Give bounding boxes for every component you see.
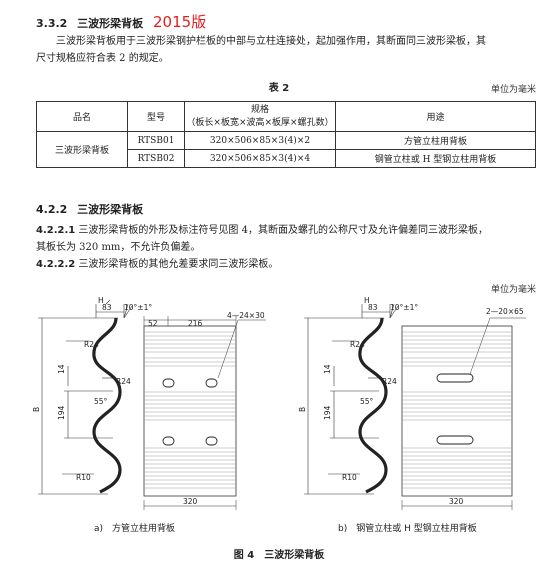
dim-55: 55° xyxy=(360,397,374,406)
dim-R10: R10 xyxy=(76,473,91,482)
table-row: 三波形梁背板 RTSB01 320×506×85×3(4)×2 方管立柱用背板 xyxy=(36,131,536,168)
cell-usage: 钢管立柱或 H 型钢立柱用背板 xyxy=(335,149,536,168)
section-number: 4.2.2 xyxy=(36,203,68,216)
paragraph-line: 4.2.2.1 三波形梁背板的外形及标注符号见图 4，其断面及螺孔的公称尺寸及允… xyxy=(36,222,546,239)
dim-angle: 10°±1° xyxy=(390,303,418,312)
figure-a-drawing: H 83 10°±1° 52 216 4—24×30 R24 14 R24 55… xyxy=(32,296,266,510)
cell-name: 三波形梁背板 xyxy=(36,131,128,168)
paragraph-4221: 4.2.2.1 三波形梁背板的外形及标注符号见图 4，其断面及螺孔的公称尺寸及允… xyxy=(36,222,546,273)
dim-H: H xyxy=(364,296,370,305)
cell-spec: 320×506×85×3(4)×2 xyxy=(184,131,336,150)
table-row: RTSB02 320×506×85×3(4)×4 钢管立柱或 H 型钢立柱用背板 xyxy=(37,149,536,168)
table-header-row: 品名 型号 规格 （板长×板宽×波高×板厚×螺孔数） 用途 xyxy=(36,101,536,132)
header-name: 品名 xyxy=(36,101,128,132)
wave-profile-shape xyxy=(92,317,122,494)
dim-H: H xyxy=(98,296,104,305)
dim-R10: R10 xyxy=(342,473,357,482)
header-model: 型号 xyxy=(127,101,185,132)
dim-R24-mid: R24 xyxy=(382,377,397,386)
clause-text: 三波形梁背板的其他允差要求同三波形梁板。 xyxy=(78,259,279,270)
table-unit: 单位为毫米 xyxy=(490,85,536,95)
cell-model: RTSB01 xyxy=(127,131,185,150)
figure-unit: 单位为毫米 xyxy=(490,285,536,295)
figure-b-caption: b) 钢管立柱或 H 型钢立柱用背板 xyxy=(338,524,477,534)
paragraph-line: 尺寸规格应符合表 2 的规定。 xyxy=(36,53,169,64)
dim-216: 216 xyxy=(188,319,203,328)
header-spec: 规格 （板长×板宽×波高×板厚×螺孔数） xyxy=(184,101,336,132)
clause-number: 4.2.2.2 xyxy=(36,259,76,270)
dim-320: 320 xyxy=(183,497,198,506)
figure-b-drawing: H 83 10°±1° 2—20×65 R24 14 R24 55° 194 B… xyxy=(298,296,526,510)
dim-holes: 4—24×30 xyxy=(227,311,265,320)
version-tag: 2015版 xyxy=(153,13,207,31)
section-332-heading: 3.3.2 三波形梁背板 2015版 xyxy=(36,11,206,32)
dim-B: B xyxy=(298,407,307,412)
cell-usage: 方管立柱用背板 xyxy=(335,131,536,150)
paragraph-4222: 4.2.2.2 三波形梁背板的其他允差要求同三波形梁板。 xyxy=(36,256,546,273)
dim-320: 320 xyxy=(449,497,464,506)
dim-83: 83 xyxy=(368,303,378,312)
figure-a-caption: a) 方管立柱用背板 xyxy=(94,524,176,534)
cell-spec: 320×506×85×3(4)×4 xyxy=(184,149,336,168)
dim-angle: 10°±1° xyxy=(124,303,152,312)
paragraph-line: 三波形梁背板用于三波形梁钢护栏板的中部与立柱连接处，起加强作用，其断面同三波形梁… xyxy=(56,36,486,47)
section-title: 三波形梁背板 xyxy=(77,17,144,30)
dim-55: 55° xyxy=(94,397,108,406)
dim-R24-top: R24 xyxy=(84,340,99,349)
spec-table: 品名 型号 规格 （板长×板宽×波高×板厚×螺孔数） 用途 三波形梁背板 RTS… xyxy=(36,101,536,168)
cell-model: RTSB02 xyxy=(127,149,185,168)
section-title: 三波形梁背板 xyxy=(77,203,144,216)
figure-caption: 图 4 三波形梁背板 xyxy=(233,550,325,561)
header-usage: 用途 xyxy=(335,101,536,132)
dim-194: 194 xyxy=(57,405,66,420)
plate-front-view xyxy=(143,316,266,510)
table-title: 表 2 xyxy=(268,83,290,94)
dim-83: 83 xyxy=(102,303,112,312)
dim-14: 14 xyxy=(57,364,66,374)
dim-194: 194 xyxy=(323,405,332,420)
dim-R24-top: R24 xyxy=(350,340,365,349)
plate-front-view xyxy=(401,317,526,510)
dim-holes: 2—20×65 xyxy=(486,307,524,316)
section-number: 3.3.2 xyxy=(36,17,68,30)
dim-52: 52 xyxy=(148,319,158,328)
clause-number: 4.2.2.1 xyxy=(36,225,76,236)
section-422-heading: 4.2.2 三波形梁背板 xyxy=(36,201,143,217)
wave-profile-shape xyxy=(358,317,388,494)
header-spec-line1: 规格 xyxy=(250,104,269,115)
paragraph-line: 其板长为 320 mm，不允许负偏差。 xyxy=(36,242,201,253)
dim-R24-mid: R24 xyxy=(116,377,131,386)
clause-text: 三波形梁背板的外形及标注符号见图 4，其断面及螺孔的公称尺寸及允许偏差同三波形梁… xyxy=(78,225,488,236)
header-spec-line2: （板长×板宽×波高×板厚×螺孔数） xyxy=(186,117,334,128)
dim-B: B xyxy=(32,407,41,412)
paragraph-332: 三波形梁背板用于三波形梁钢护栏板的中部与立柱连接处，起加强作用，其断面同三波形梁… xyxy=(36,33,536,67)
dim-14: 14 xyxy=(323,364,332,374)
